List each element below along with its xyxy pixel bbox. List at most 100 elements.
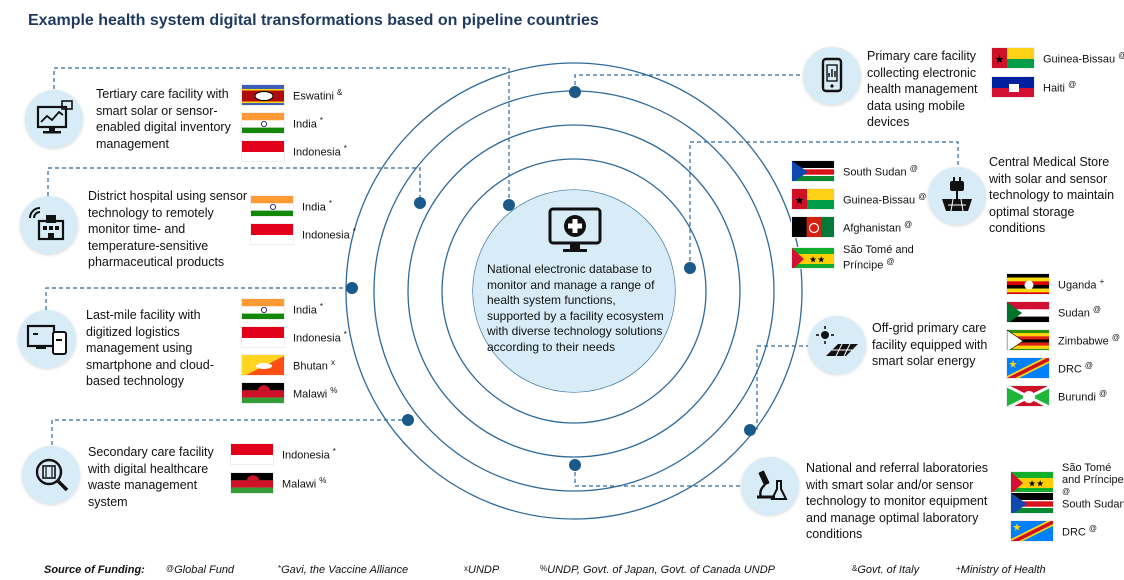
connector bbox=[750, 345, 809, 431]
flag-row: Haiti @ bbox=[991, 76, 1076, 98]
india-flag bbox=[241, 298, 285, 320]
computer-dashboard-icon bbox=[36, 100, 73, 134]
microscope-flask-icon bbox=[757, 470, 788, 500]
funding-mark: @ bbox=[1084, 360, 1094, 370]
funding-mark: * bbox=[343, 329, 347, 339]
flag-country: Uganda bbox=[1058, 279, 1097, 292]
funding-mark: * bbox=[319, 301, 324, 311]
indonesia-flag bbox=[230, 443, 274, 465]
flag-row: Zimbabwe @ bbox=[1006, 329, 1120, 351]
flag-country: Bhutan bbox=[293, 360, 328, 373]
orbit-dot bbox=[744, 424, 756, 436]
flag-row: India * bbox=[241, 298, 323, 320]
funding-mark: * bbox=[328, 198, 333, 208]
flag-country: Burundi bbox=[1058, 391, 1096, 404]
flag-country: Eswatini bbox=[293, 90, 334, 103]
funding-item: @Global Fund bbox=[166, 564, 235, 576]
flag-country: Indonesia bbox=[302, 229, 350, 242]
funding-item: % UNDP, Govt. of Japan, Govt. of Canada … bbox=[540, 564, 775, 576]
funding-item: x UNDP bbox=[464, 564, 500, 576]
funding-mark: @ bbox=[909, 163, 918, 173]
cms-node bbox=[928, 167, 986, 225]
funding-item: + Ministry of Health bbox=[956, 564, 1046, 576]
funding-mark: * bbox=[352, 226, 356, 236]
funding-mark: @ bbox=[904, 219, 913, 229]
district-description: District hospital using sensor technolog… bbox=[88, 189, 248, 269]
flag-country: India bbox=[293, 118, 317, 131]
haiti-flag bbox=[991, 76, 1035, 98]
funding-mark: @ bbox=[1088, 523, 1098, 533]
orbit-dot bbox=[569, 459, 581, 471]
uganda-flag bbox=[1006, 273, 1050, 295]
labs-node bbox=[741, 457, 799, 515]
flag-country: South Sudan bbox=[843, 166, 907, 179]
malawi-flag bbox=[230, 472, 274, 494]
monitor-medical-cross-icon bbox=[548, 207, 602, 252]
computer-phone-sync-icon bbox=[26, 324, 67, 355]
funding-item: * Gavi, the Vaccine Alliance bbox=[278, 564, 409, 576]
connector bbox=[689, 141, 959, 268]
solar-plug-icon bbox=[942, 177, 972, 212]
labs-description: National and referral laboratories with … bbox=[806, 461, 989, 541]
flag-row: Indonesia * bbox=[241, 326, 347, 348]
svg-text:★★: ★★ bbox=[1028, 479, 1044, 489]
flag-row: India * bbox=[241, 112, 323, 134]
solar-panel-sun-icon bbox=[816, 326, 858, 357]
flag-row: Malawi % bbox=[230, 472, 326, 494]
funding-mark: % bbox=[319, 475, 327, 485]
flag-country: Guinea-Bissau bbox=[843, 194, 916, 207]
orbit-dot bbox=[684, 262, 696, 274]
flag-row: Uganda + bbox=[1006, 273, 1104, 295]
funding-mark: @ bbox=[1098, 388, 1108, 398]
south-sudan-flag bbox=[791, 160, 835, 182]
flag-country: Guinea-Bissau bbox=[1043, 53, 1116, 66]
flag-row: Malawi % bbox=[241, 382, 337, 404]
funding-mark: + bbox=[1099, 276, 1105, 286]
zimbabwe-flag bbox=[1006, 329, 1050, 351]
primary-node bbox=[803, 47, 861, 105]
funding-mark: @ bbox=[1118, 51, 1124, 60]
funding-mark: @ bbox=[1068, 79, 1077, 89]
connector bbox=[51, 419, 408, 445]
funding-mark: % bbox=[330, 385, 338, 395]
flag-row: Guinea-Bissau @ bbox=[991, 47, 1124, 69]
flag-row: India * bbox=[250, 195, 332, 217]
flag-row: Sudan @ bbox=[1006, 301, 1101, 323]
funding-mark: @ bbox=[1111, 332, 1120, 342]
guinea-bissau-flag bbox=[791, 188, 835, 210]
offgrid-node bbox=[808, 316, 866, 374]
orbit-dot bbox=[402, 414, 414, 426]
connector bbox=[45, 287, 352, 310]
malawi-flag bbox=[241, 382, 285, 404]
flag-row: Bhutan x bbox=[241, 354, 335, 376]
funding-mark: * bbox=[343, 143, 347, 153]
sao-tome-flag: ★★ bbox=[1010, 470, 1054, 493]
flag-country: Indonesia bbox=[282, 449, 330, 462]
drc-flag bbox=[1006, 357, 1050, 379]
funding-mark: @ bbox=[1062, 487, 1071, 496]
funding-mark: * bbox=[319, 115, 324, 125]
flag-country: Indonesia bbox=[293, 146, 341, 159]
tertiary-description: Tertiary care facility with smart solar … bbox=[96, 87, 231, 151]
offgrid-description: Off-grid primary care facility equipped … bbox=[872, 321, 988, 368]
flag-country: South Sudan bbox=[1062, 498, 1124, 511]
orbit-ring bbox=[441, 158, 707, 424]
district-node bbox=[20, 196, 78, 254]
mobile-phone-icon bbox=[821, 57, 843, 93]
flag-country: Indonesia bbox=[293, 332, 341, 345]
orbit-dot bbox=[569, 86, 581, 98]
flag-row: ★★ São Tomé and Príncipe @ bbox=[791, 244, 925, 272]
flag-country: Malawi bbox=[282, 478, 317, 491]
lastmile-description: Last-mile facility with digitized logist… bbox=[86, 308, 214, 388]
afghanistan-flag bbox=[791, 216, 835, 238]
orbit-dot bbox=[503, 199, 515, 211]
flag-row: Eswatini & bbox=[241, 84, 342, 106]
flag-country: São Tomé and Príncipe bbox=[1062, 462, 1124, 486]
flag-country: Haiti bbox=[1043, 82, 1066, 95]
flag-country: Sudan bbox=[1058, 307, 1090, 320]
indonesia-flag bbox=[241, 140, 285, 162]
flag-country: Afghanistan bbox=[843, 222, 902, 235]
orbit-ring bbox=[345, 62, 803, 520]
flag-country: Malawi bbox=[293, 388, 328, 401]
